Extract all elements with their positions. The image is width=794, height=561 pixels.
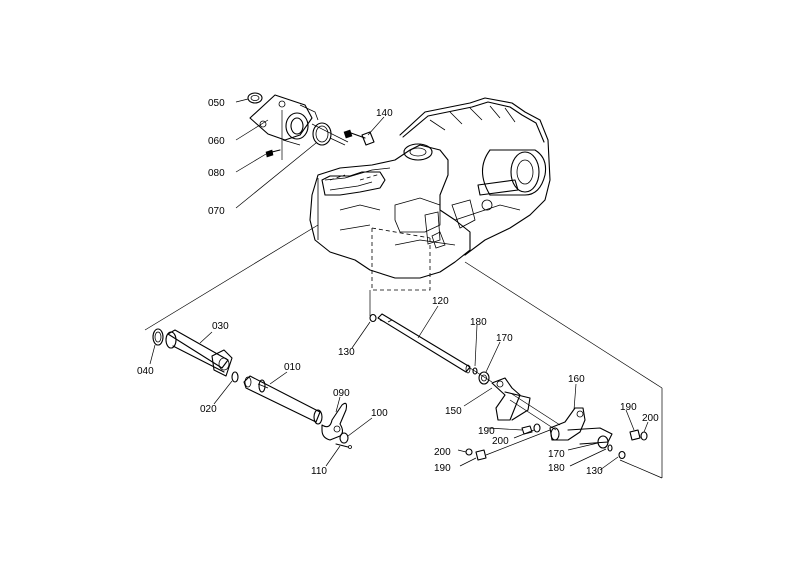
part-labels: 050 060 080 070 140 030 040 020 010 090 … xyxy=(137,98,659,477)
label-200-center: 200 xyxy=(492,436,509,447)
label-150: 150 xyxy=(445,406,462,417)
label-100: 100 xyxy=(371,408,388,419)
transmission-housing xyxy=(309,97,551,291)
label-190-lower: 190 xyxy=(434,463,451,474)
label-200-lower: 200 xyxy=(434,447,451,458)
label-030: 030 xyxy=(212,321,229,332)
shaft-assembly-right xyxy=(369,261,663,479)
label-120: 120 xyxy=(432,296,449,307)
label-050: 050 xyxy=(208,98,225,109)
label-200-right: 200 xyxy=(642,413,659,424)
label-140: 140 xyxy=(376,108,393,119)
label-130-lower: 130 xyxy=(586,466,603,477)
label-040: 040 xyxy=(137,366,154,377)
label-180-lower: 180 xyxy=(548,463,565,474)
label-070: 070 xyxy=(208,206,225,217)
cover-assembly xyxy=(247,92,375,158)
label-090: 090 xyxy=(333,388,350,399)
label-180-upper: 180 xyxy=(470,317,487,328)
label-080: 080 xyxy=(208,168,225,179)
leader-lines xyxy=(149,98,649,471)
label-170-upper: 170 xyxy=(496,333,513,344)
label-020: 020 xyxy=(200,404,217,415)
label-190-center: 190 xyxy=(478,426,495,437)
label-170-lower: 170 xyxy=(548,449,565,460)
label-190-right: 190 xyxy=(620,402,637,413)
shaft-assembly-left xyxy=(144,224,352,449)
label-060: 060 xyxy=(208,136,225,147)
label-110: 110 xyxy=(311,466,327,477)
label-130-upper: 130 xyxy=(338,347,355,358)
label-160: 160 xyxy=(568,374,585,385)
label-010: 010 xyxy=(284,362,301,373)
